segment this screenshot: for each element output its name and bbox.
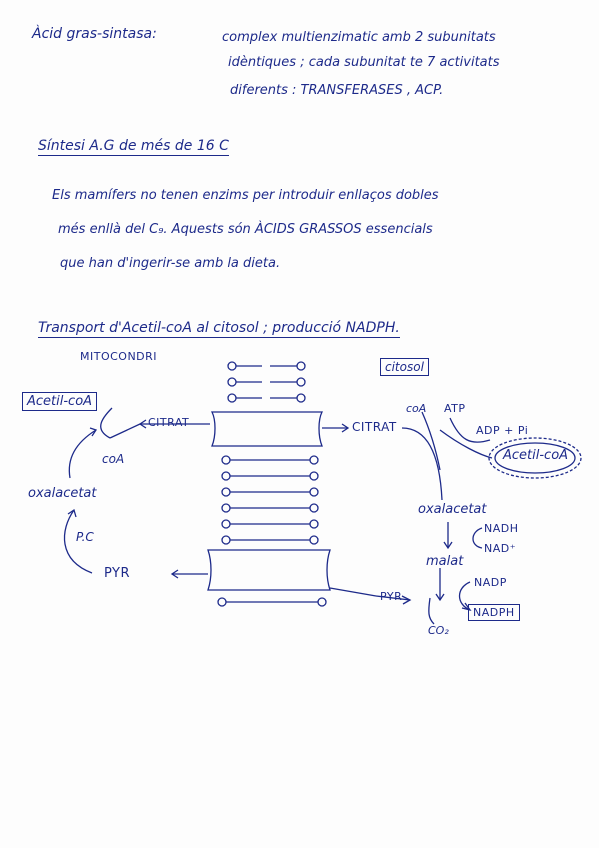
enzyme-desc-line2: idèntiques ; cada subunitat te 7 activit… [228,55,500,70]
malat-label: malat [426,554,464,569]
adp-pi-label: ADP + Pi [476,424,529,437]
transport-heading: Transport d'Acetil-coA al citosol ; prod… [38,320,400,338]
citosol-label: citosol [380,358,429,376]
membrane-upper [227,361,306,403]
co2-label: CO₂ [428,624,449,637]
nadph-box: NADPH [468,604,520,621]
nadh-label: NADH [484,522,519,535]
pyruvate-carboxylase-label: P.C [76,530,94,544]
synthesis-line1: Els mamífers no tenen enzims per introdu… [52,188,439,203]
mitocondri-label: MITOCONDRI [80,350,158,363]
synthesis-line3: que han d'ingerir-se amb la dieta. [60,256,281,271]
pyr-mito-label: PYR [104,566,131,581]
oxalacetat-mito-label: oxalacetat [28,486,97,501]
acetil-coa-mito-box: Acetil-coA [22,392,98,411]
enzyme-desc-line1: complex multienzimatic amb 2 subunitats [222,30,496,45]
synthesis-heading: Síntesi A.G de més de 16 C [38,138,229,156]
acetil-coa-cyto-label: Acetil-coA [503,448,569,463]
synthesis-line2: més enllà del C₉. Aquests són ÀCIDS GRAS… [58,222,433,237]
membrane-middle [221,455,319,545]
citrat-mito-label: CITRAT [148,416,190,429]
coa-cyto-label: coA [406,402,427,415]
enzyme-desc-line3: diferents : TRANSFERASES , ACP. [230,83,444,98]
enzyme-name: Àcid gras-sintasa: [32,26,157,42]
coa-mito-label: coA [102,452,125,466]
nadp-label: NADP [474,576,507,589]
nad-label: NAD⁺ [484,542,517,555]
citrat-cyto-label: CITRAT [352,420,397,434]
atp-label: ATP [444,402,466,415]
oxalacetat-cyto-label: oxalacetat [418,502,487,517]
citrate-transporter [210,411,324,447]
pyr-cyto-label: PYR [380,590,403,603]
pyruvate-transporter [207,549,331,591]
